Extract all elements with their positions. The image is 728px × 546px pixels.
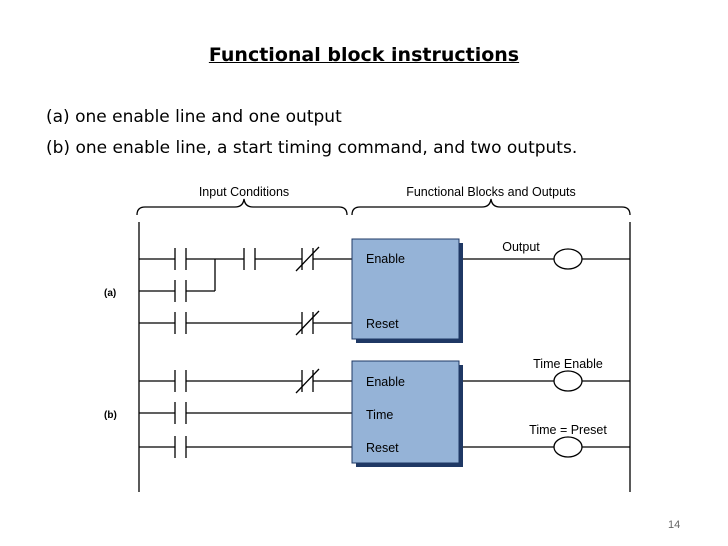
page-number: 14: [668, 519, 681, 531]
slide-title: Functional block instructions: [208, 44, 520, 66]
time-enable-label: Time Enable: [533, 357, 603, 371]
description-line-a: (a) one enable line and one output: [46, 107, 342, 127]
rung-a-label: (a): [104, 288, 116, 299]
description-line-b: (b) one enable line, a start timing comm…: [46, 138, 578, 158]
time-enable-coil: [553, 370, 583, 392]
block-b-reset-label: Reset: [366, 441, 399, 455]
rung-b-label: (b): [104, 410, 117, 421]
block-a-enable-label: Enable: [366, 252, 405, 266]
functional-block-a: [351, 238, 460, 340]
functional-blocks-brace: [351, 198, 631, 216]
input-conditions-label: Input Conditions: [199, 185, 289, 199]
block-b-enable-label: Enable: [366, 375, 405, 389]
time-preset-coil: [553, 436, 583, 458]
output-label: Output: [502, 240, 540, 254]
block-a-reset-label: Reset: [366, 317, 399, 331]
functional-blocks-label: Functional Blocks and Outputs: [406, 185, 576, 199]
functional-block-b: [351, 360, 460, 464]
output-coil: [553, 248, 583, 270]
time-preset-label: Time = Preset: [529, 423, 607, 437]
block-b-time-label: Time: [366, 408, 393, 422]
input-conditions-brace: [136, 198, 348, 216]
